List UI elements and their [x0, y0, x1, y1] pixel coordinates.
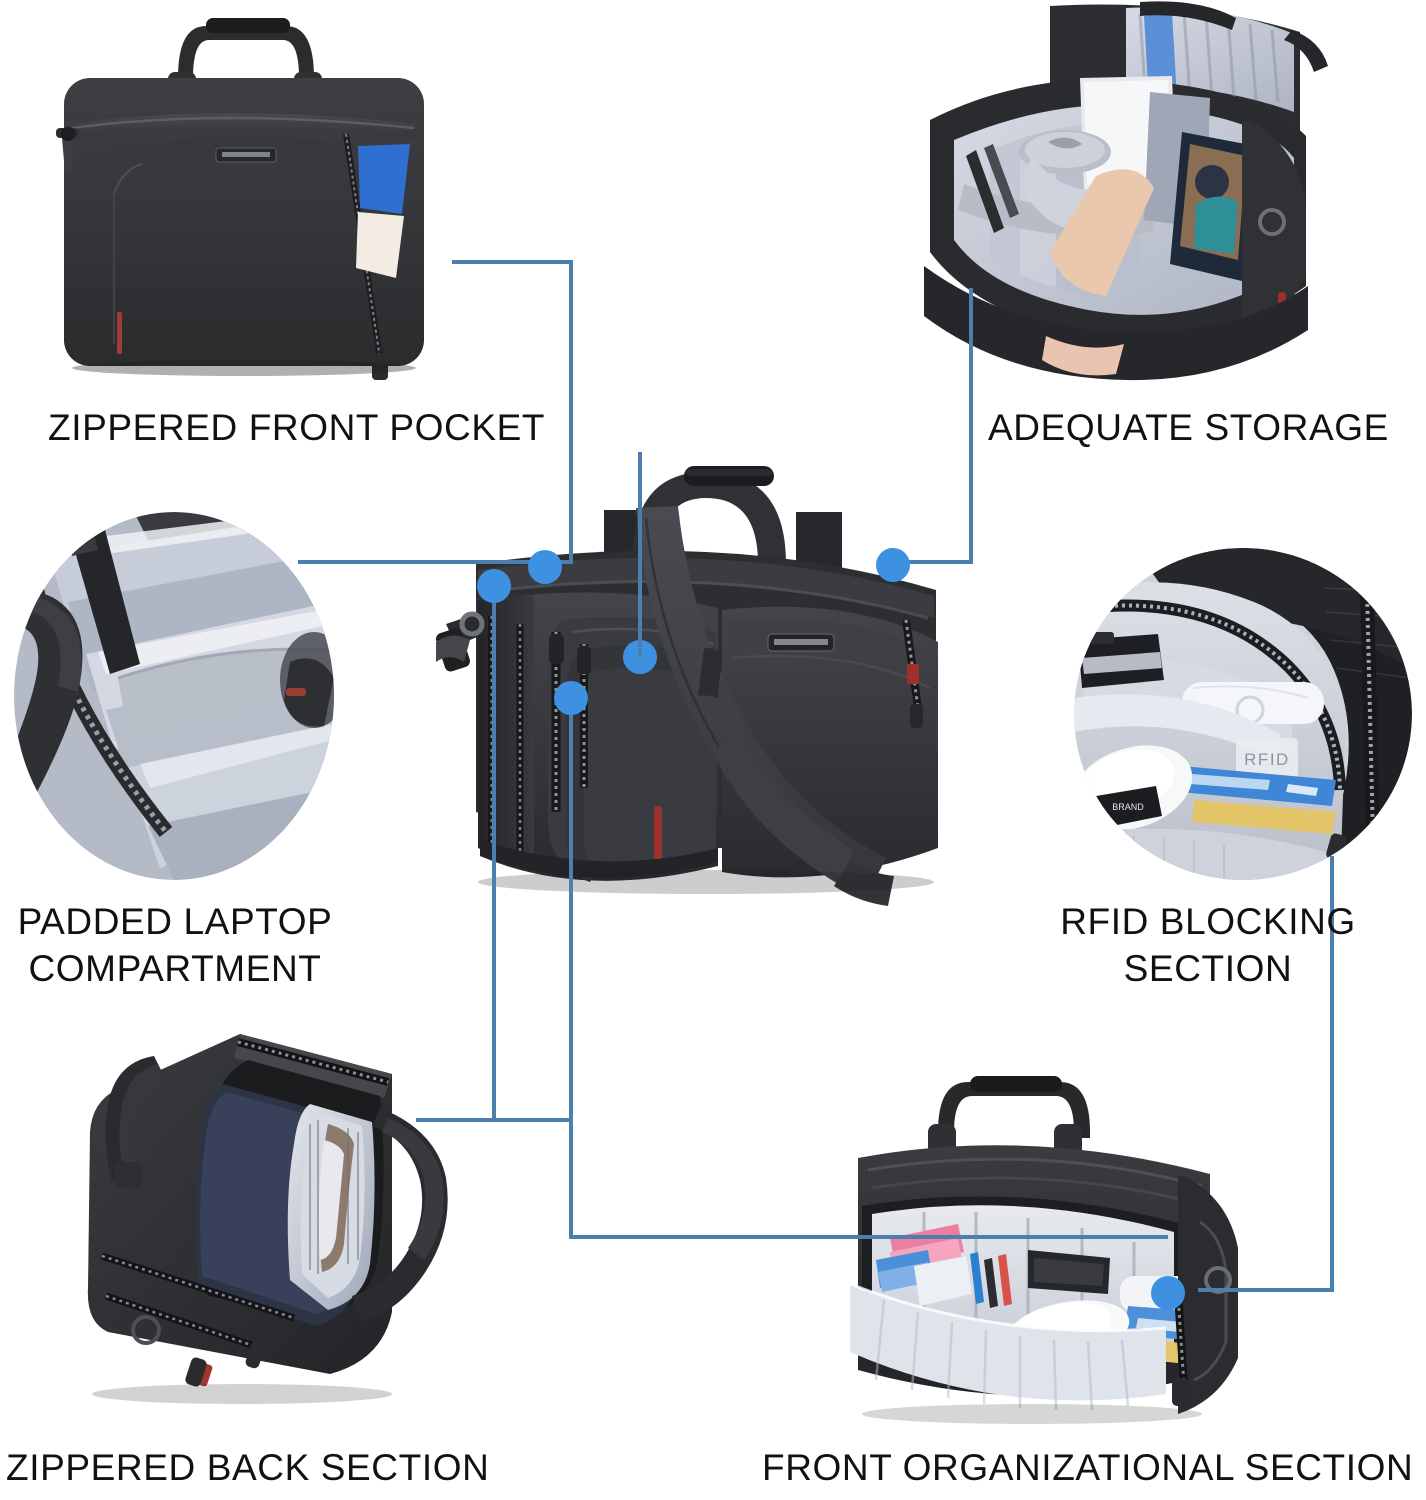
- photo-rfid-blocking-section: RFID BRAND: [1074, 548, 1412, 880]
- rfid-patch-text: RFID: [1244, 750, 1290, 769]
- label-front-organizational-section: FRONT ORGANIZATIONAL SECTION: [762, 1447, 1414, 1488]
- photo-front-organizational-section: [832, 1062, 1256, 1434]
- label-padded-laptop-compartment: PADDED LAPTOP COMPARTMENT: [17, 901, 333, 990]
- photo-padded-laptop-compartment: [14, 512, 334, 880]
- hero-briefcase-photo: [436, 452, 986, 932]
- photo-zippered-front-pocket: [28, 6, 458, 396]
- device-tag-text: BRAND: [1112, 802, 1144, 812]
- label-rfid-blocking-section: RFID BLOCKING SECTION: [1060, 901, 1356, 990]
- label-zippered-front-pocket: ZIPPERED FRONT POCKET: [48, 407, 546, 448]
- photo-adequate-storage: [900, 0, 1330, 392]
- photo-zippered-back-section: [62, 1012, 482, 1422]
- brand-plate-text: [222, 152, 270, 157]
- label-zippered-back-section: ZIPPERED BACK SECTION: [6, 1447, 490, 1488]
- label-adequate-storage: ADEQUATE STORAGE: [988, 407, 1389, 448]
